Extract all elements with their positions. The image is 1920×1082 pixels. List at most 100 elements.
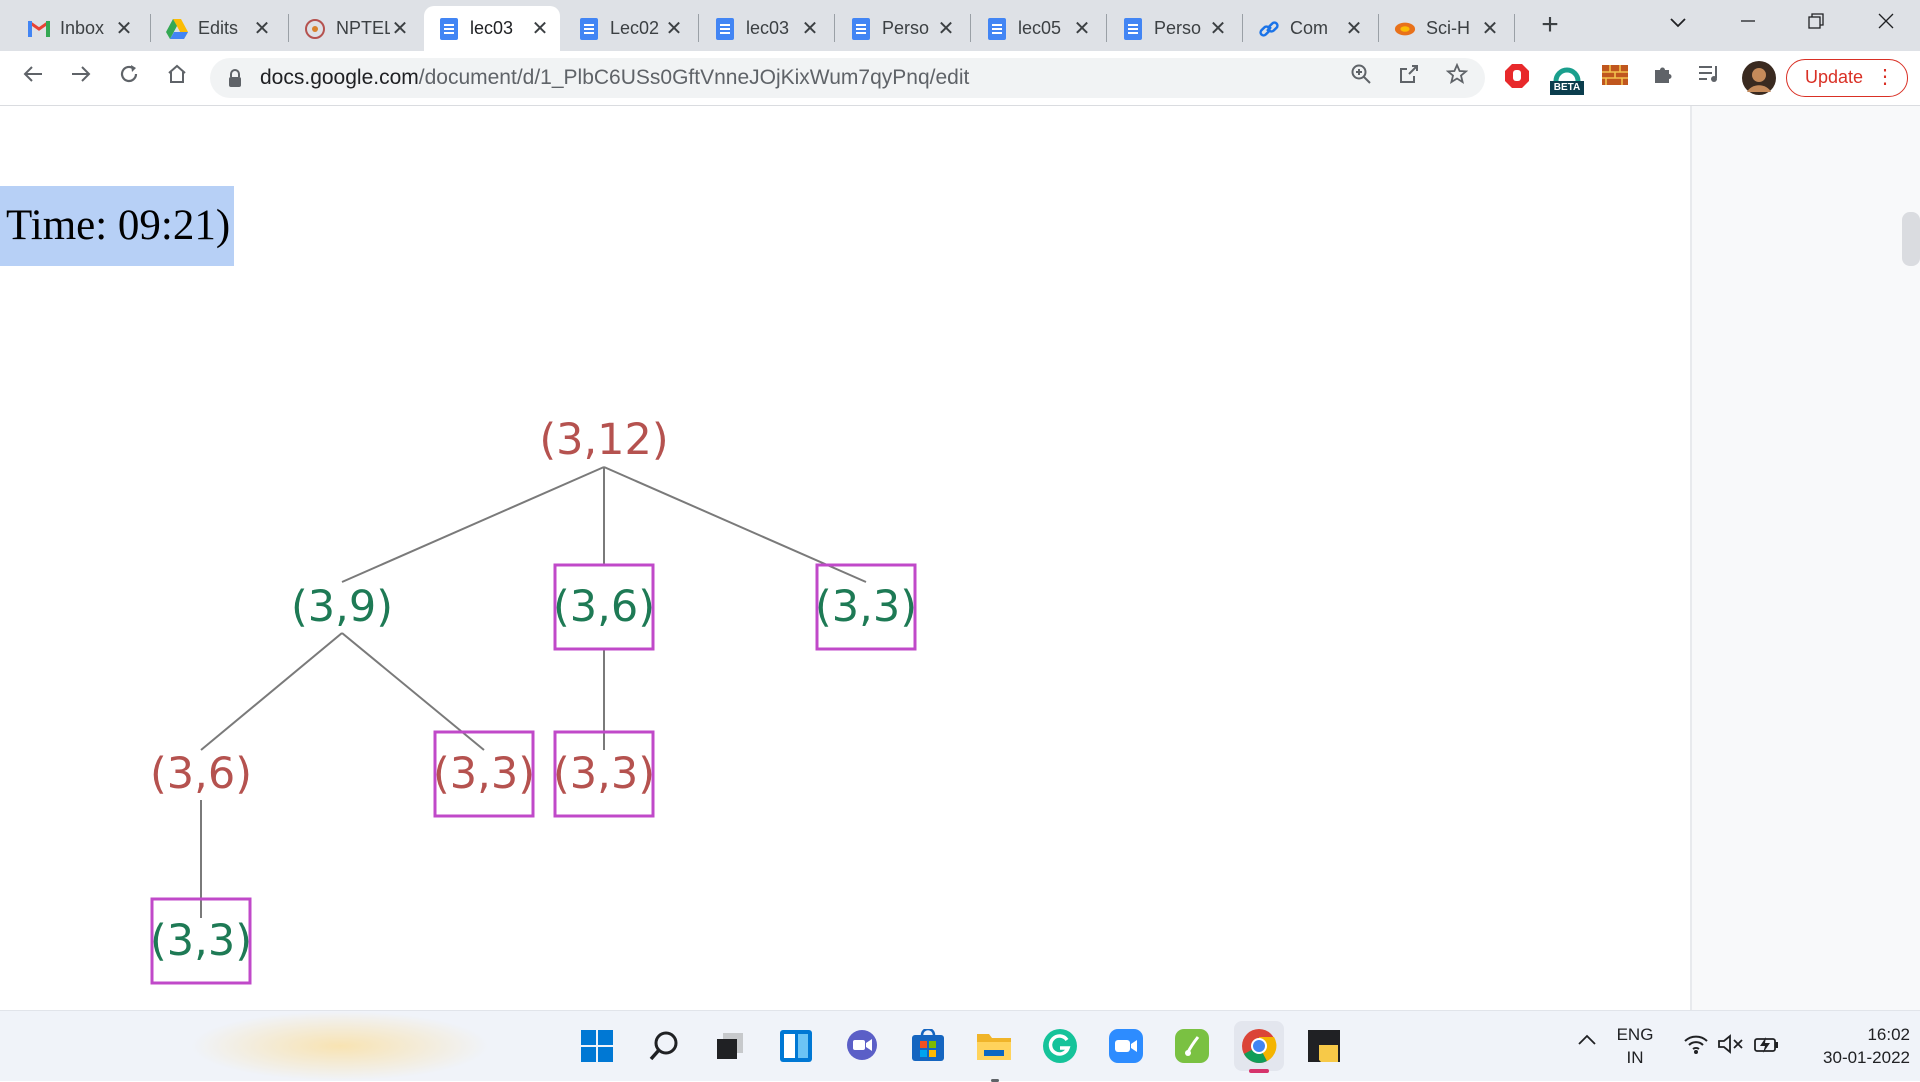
brick-extension-icon[interactable] [1600,63,1630,93]
windows-start-icon[interactable] [575,1024,619,1068]
close-icon[interactable]: ✕ [1209,17,1227,40]
tab-divider [288,14,289,42]
tab-inbox[interactable]: Inbox ✕ [14,6,144,51]
tab-nptel[interactable]: NPTEL ✕ [290,6,420,51]
tab-com[interactable]: Com ✕ [1244,6,1374,51]
active-app-indicator [1249,1069,1269,1073]
tab-title: Lec02 [610,18,660,38]
extensions-puzzle-icon[interactable] [1648,63,1678,93]
adblock-extension-icon[interactable] [1502,63,1532,93]
chrome-icon[interactable] [1234,1021,1284,1073]
input-language-indicator[interactable]: ENG IN [1610,1023,1660,1069]
new-tab-button[interactable]: + [1541,8,1559,41]
google-drive-icon [166,18,188,40]
clock-date: 30-01-2022 [1823,1048,1910,1067]
tab-search-chevron-icon[interactable] [1658,8,1698,38]
beta-badge: BETA [1550,81,1584,95]
close-icon[interactable]: ✕ [115,17,133,40]
document-side-panel [1692,106,1920,1010]
tab-lec05[interactable]: lec05 ✕ [972,6,1102,51]
url-path: /document/d/1_PlbC6USs0GftVnneJOjKixWum7… [418,66,970,89]
tree-node-label: (3,12) [539,415,668,465]
wifi-icon[interactable] [1682,1033,1710,1060]
close-window-button[interactable] [1866,8,1906,38]
tab-divider [970,14,971,42]
tab-title: Sci-H [1426,18,1470,38]
close-icon[interactable]: ✕ [665,17,683,40]
update-button[interactable]: Update ⋮ [1786,59,1908,97]
close-icon[interactable]: ✕ [391,17,409,40]
search-icon[interactable] [642,1024,686,1068]
close-icon[interactable]: ✕ [1073,17,1091,40]
home-button[interactable] [162,63,192,93]
tab-title: Inbox [60,18,105,38]
google-docs-icon [714,17,736,40]
tab-personal-a[interactable]: Perso ✕ [836,6,966,51]
tab-lec03-b[interactable]: lec03 ✕ [700,6,830,51]
tab-sci-hub[interactable]: Sci-H ✕ [1380,6,1510,51]
minimize-button[interactable] [1728,8,1768,38]
share-icon[interactable] [1394,63,1424,93]
bookmark-star-icon[interactable] [1442,62,1472,93]
tree-node-box [553,563,655,651]
link-icon [1258,18,1280,40]
close-icon[interactable]: ✕ [1345,17,1363,40]
tree-node-label: (3,9) [291,582,393,632]
tab-divider [150,14,151,42]
close-icon[interactable]: ✕ [531,17,549,40]
tree-edge-root-n33a [603,466,867,583]
tree-edge-n39-n36b [200,632,343,751]
google-docs-icon [850,17,872,40]
zoom-icon[interactable] [1104,1024,1148,1068]
beta-extension-icon[interactable]: BETA [1550,61,1584,97]
address-bar[interactable]: docs.google.com/document/d/1_PlbC6USs0Gf… [210,58,1485,98]
restore-button[interactable] [1796,8,1836,38]
tree-node-label: (3,3) [553,749,655,799]
close-icon[interactable]: ✕ [801,17,819,40]
microsoft-store-icon[interactable] [906,1024,950,1068]
clock[interactable]: 16:02 30-01-2022 [1790,1023,1910,1069]
url-text: docs.google.com/document/d/1_PlbC6USs0Gf… [260,58,969,98]
close-icon[interactable]: ✕ [1481,17,1499,40]
tree-node-box [815,563,917,651]
tree-node-box [553,730,655,818]
task-view-icon[interactable] [708,1024,752,1068]
profile-avatar[interactable] [1742,61,1776,95]
browser-toolbar: docs.google.com/document/d/1_PlbC6USs0Gf… [0,51,1920,106]
battery-charging-icon[interactable] [1752,1033,1782,1060]
close-icon[interactable]: ✕ [937,17,955,40]
sci-hub-icon [1394,18,1416,40]
tab-title: lec03 [746,18,790,38]
tree-node-label: (3,3) [815,582,917,632]
file-explorer-icon[interactable] [972,1024,1016,1082]
zoom-icon[interactable] [1346,63,1376,93]
google-docs-icon [986,17,1008,40]
tab-lec03-active[interactable]: lec03 ✕ [424,6,560,51]
media-control-icon[interactable] [1694,63,1724,93]
more-menu-icon[interactable]: ⋮ [1875,66,1895,88]
tab-lec02[interactable]: Lec02 ✕ [564,6,694,51]
tab-title: Perso [882,18,930,38]
sticky-notes-icon[interactable] [1302,1024,1346,1068]
tree-diagram: (3,12)(3,9)(3,6)(3,3)(3,6)(3,3)(3,3)(3,3… [150,415,917,985]
evernote-icon[interactable] [1170,1024,1214,1068]
gmail-icon [28,18,50,40]
show-hidden-icons-chevron-icon[interactable] [1572,1031,1602,1051]
tab-divider [834,14,835,42]
lock-icon[interactable] [228,68,242,88]
reload-button[interactable] [114,63,144,93]
tab-divider [1106,14,1107,42]
tab-edits[interactable]: Edits ✕ [152,6,282,51]
forward-button[interactable] [66,63,96,93]
back-button[interactable] [18,63,48,93]
tab-title: lec05 [1018,18,1062,38]
tab-personal-b[interactable]: Perso ✕ [1108,6,1238,51]
volume-muted-icon[interactable] [1716,1033,1746,1060]
url-domain: docs.google.com [260,66,419,89]
scrollbar-thumb[interactable] [1902,212,1920,266]
close-icon[interactable]: ✕ [253,17,271,40]
widgets-icon[interactable] [774,1024,818,1068]
grammarly-icon[interactable] [1038,1024,1082,1068]
teams-chat-icon[interactable] [840,1024,884,1068]
document-canvas[interactable] [0,106,1692,1010]
